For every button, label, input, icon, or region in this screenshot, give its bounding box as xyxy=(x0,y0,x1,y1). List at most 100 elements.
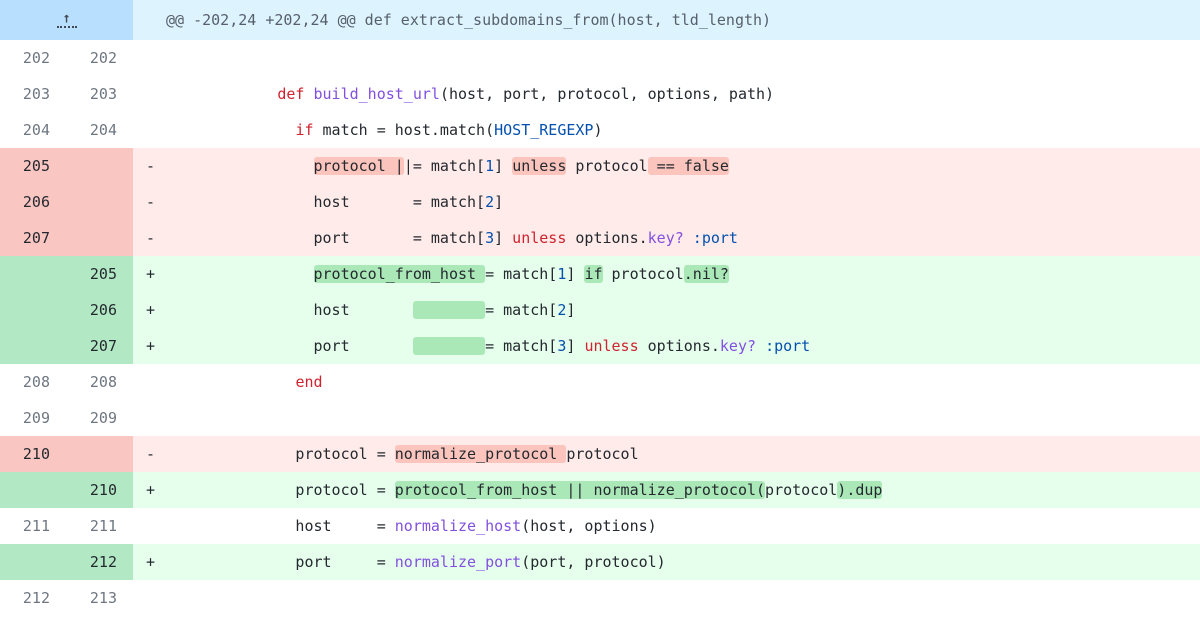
diff-row-deleted: 210- protocol = normalize_protocol proto… xyxy=(0,436,1200,472)
code-token: ) xyxy=(593,121,603,139)
diff-marker: - xyxy=(146,229,156,247)
code-token xyxy=(412,337,486,355)
old-line-number[interactable]: 206 xyxy=(0,184,66,220)
new-line-number[interactable] xyxy=(66,184,133,220)
code-token: :port xyxy=(765,337,811,355)
code-token: protocol xyxy=(765,481,838,499)
code-token: (host, port, protocol, options, path) xyxy=(439,85,775,103)
new-line-number[interactable]: 206 xyxy=(66,292,133,328)
diff-row-added: 205 + protocol_from_host = match[1] if pr… xyxy=(0,256,1200,292)
code-token: protocol = xyxy=(169,445,395,463)
code-line: protocol_from_host = match[1] if protoco… xyxy=(169,256,1200,292)
code-token: normalize_host xyxy=(394,517,522,535)
new-line-number[interactable]: 207 xyxy=(66,328,133,364)
expand-diff-button[interactable]: ↑ xyxy=(0,0,133,40)
code-token: 3 xyxy=(485,229,495,247)
new-line-number[interactable]: 210 xyxy=(66,472,133,508)
new-line-number[interactable]: 208 xyxy=(89,373,117,391)
old-line-number[interactable]: 210 xyxy=(0,436,66,472)
old-line-number[interactable] xyxy=(0,292,66,328)
diff-marker xyxy=(133,364,169,400)
new-line-number[interactable] xyxy=(66,220,133,256)
code-line: protocol ||= match[1] unless protocol ==… xyxy=(169,148,1200,184)
code-line xyxy=(169,40,1200,76)
diff-marker: + xyxy=(146,265,156,283)
old-line-number[interactable]: 209 xyxy=(22,409,50,427)
code-token xyxy=(756,337,765,355)
code-line: host = match[2] xyxy=(169,292,1200,328)
code-token: = match[ xyxy=(485,337,558,355)
diff-marker xyxy=(133,580,169,616)
diff-marker: - xyxy=(146,193,156,211)
code-token xyxy=(684,229,693,247)
code-token: ] xyxy=(494,229,513,247)
code-token: build_host_url xyxy=(313,85,440,103)
new-line-number[interactable]: 211 xyxy=(89,517,117,535)
new-line-number[interactable]: 212 xyxy=(66,544,133,580)
old-line-number[interactable]: 205 xyxy=(0,148,66,184)
code-line: port = match[3] unless options.key? :por… xyxy=(169,328,1200,364)
code-token: (port, protocol) xyxy=(521,553,666,571)
unfold-up-icon: ↑ xyxy=(56,11,77,28)
old-line-number[interactable] xyxy=(0,328,66,364)
code-token: host = xyxy=(169,517,395,535)
diff-row-deleted: 207 - port = match[3] unless options.key?… xyxy=(0,220,1200,256)
old-line-number[interactable]: 204 xyxy=(22,121,50,139)
diff-row-added: 210 + protocol = protocol_from_host || no… xyxy=(0,472,1200,508)
code-token: .nil? xyxy=(683,265,729,283)
old-line-number[interactable] xyxy=(0,544,66,580)
code-line: protocol = protocol_from_host || normali… xyxy=(169,472,1200,508)
code-token: port = match[ xyxy=(169,229,486,247)
code-token: host xyxy=(169,301,413,319)
new-line-number[interactable] xyxy=(66,148,133,184)
new-line-number[interactable]: 205 xyxy=(66,256,133,292)
diff-marker: + xyxy=(146,481,156,499)
code-token: (host, options) xyxy=(521,517,657,535)
old-line-number[interactable]: 203 xyxy=(22,85,50,103)
new-line-number[interactable]: 204 xyxy=(89,121,117,139)
old-line-number[interactable] xyxy=(0,256,66,292)
code-token: protocol xyxy=(602,265,684,283)
hunk-header-row: ↑ @@ -202,24 +202,24 @@ def extract_subd… xyxy=(0,0,1200,40)
old-line-number[interactable]: 202 xyxy=(22,49,50,67)
new-line-number[interactable]: 203 xyxy=(89,85,117,103)
old-line-number[interactable]: 212 xyxy=(22,589,50,607)
new-line-number[interactable]: 209 xyxy=(89,409,117,427)
code-token: protocol = xyxy=(169,481,395,499)
code-line: port = match[3] unless options.key? :por… xyxy=(169,220,1200,256)
new-line-number[interactable]: 202 xyxy=(89,49,117,67)
diff-marker xyxy=(133,400,169,436)
diff-row-context: 208 208 end xyxy=(0,364,1200,400)
code-token: key? xyxy=(719,337,757,355)
old-line-number[interactable]: 211 xyxy=(22,517,50,535)
diff-row-added: 206+ host = match[2] xyxy=(0,292,1200,328)
hunk-header: @@ -202,24 +202,24 @@ def extract_subdom… xyxy=(166,11,772,29)
code-token: ).dup xyxy=(837,481,883,499)
code-token: unless xyxy=(512,157,567,175)
code-token: end xyxy=(295,373,323,391)
code-token xyxy=(169,265,314,283)
code-line xyxy=(169,400,1200,436)
code-token: 1 xyxy=(557,265,567,283)
diff-row-deleted: 206- host = match[2] xyxy=(0,184,1200,220)
new-line-number[interactable]: 213 xyxy=(89,589,117,607)
diff-row-context: 211 211 host = normalize_host(host, optio… xyxy=(0,508,1200,544)
old-line-number[interactable] xyxy=(0,472,66,508)
diff-row-context: 212 213 xyxy=(0,580,1200,616)
code-token: ] xyxy=(566,301,576,319)
diff-marker: - xyxy=(146,445,156,463)
code-token xyxy=(169,121,295,139)
old-line-number[interactable]: 208 xyxy=(22,373,50,391)
code-token: host = match[ xyxy=(169,193,486,211)
code-token: if xyxy=(584,265,603,283)
code-token: = match[ xyxy=(485,265,558,283)
code-token: ] xyxy=(494,193,504,211)
code-token: protocol xyxy=(566,157,648,175)
diff-row-context: 202 202 xyxy=(0,40,1200,76)
old-line-number[interactable]: 207 xyxy=(0,220,66,256)
new-line-number[interactable] xyxy=(66,436,133,472)
